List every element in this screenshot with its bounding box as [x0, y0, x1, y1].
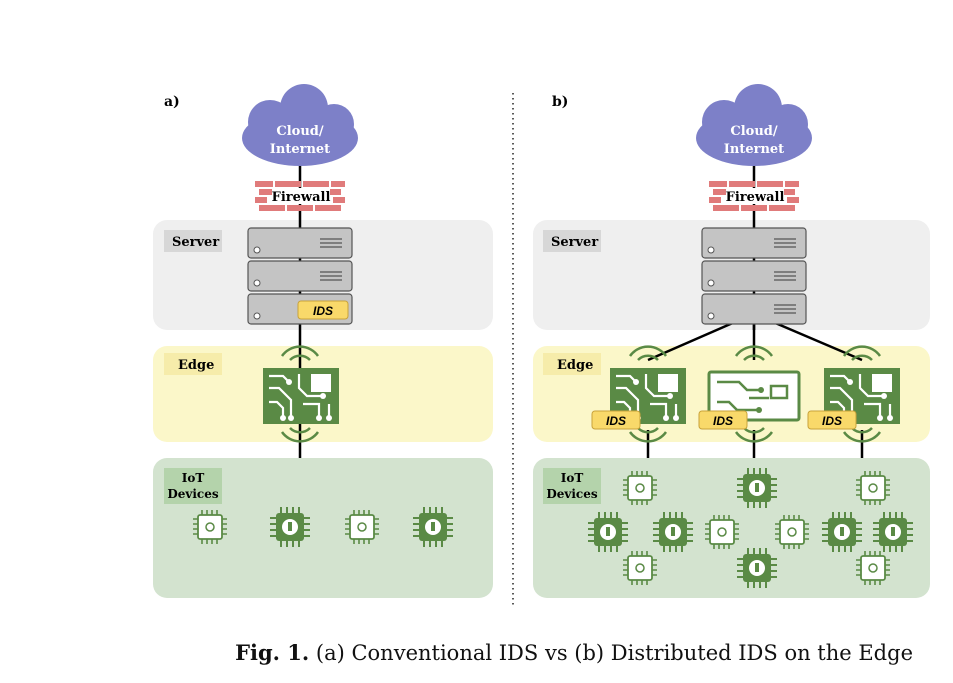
panel-a-label: a) [164, 94, 180, 110]
cloud-icon [696, 84, 812, 166]
humidity-chip-icon [855, 470, 891, 506]
ids-badge-label: IDS [713, 414, 733, 428]
ids-badge-label: IDS [822, 414, 842, 428]
edge-label: Edge [178, 358, 214, 373]
edge-label: Edge [557, 358, 593, 373]
server-label: Server [172, 235, 219, 250]
iot-label-line1: IoT [561, 471, 584, 485]
firewall-label: Firewall [272, 190, 331, 205]
panel-a: a) Server Edge IoT Devices Cloud/ Intern… [153, 84, 493, 598]
iot-label-line2: Devices [546, 487, 598, 501]
cloud-label-line1: Cloud/ [730, 124, 777, 139]
cloud-icon [242, 84, 358, 166]
firewall-label: Firewall [726, 190, 785, 205]
server-icon [701, 260, 807, 292]
ids-badge-label: IDS [606, 414, 626, 428]
ids-badge [591, 410, 641, 430]
server-icon [247, 260, 353, 292]
thermometer-chip-icon [344, 509, 380, 545]
server-label: Server [551, 235, 598, 250]
panel-b: b) Server Edge IoT Devices Cloud/ Intern… [533, 84, 930, 598]
ids-badge-label: IDS [313, 304, 333, 318]
thermometer-chip-icon [704, 514, 740, 550]
sensor-chip-icon [855, 550, 891, 586]
circuit-board-icon [261, 366, 341, 426]
cloud-label-line2: Internet [270, 142, 330, 157]
ids-badge [297, 300, 349, 320]
thermometer-chip-icon [622, 550, 658, 586]
figure-caption: Fig. 1. (a) Conventional IDS vs (b) Dist… [0, 640, 953, 665]
panel-b-label: b) [552, 94, 568, 110]
ids-badge [698, 410, 748, 430]
humidity-chip-icon [192, 509, 228, 545]
diagram: a) Server Edge IoT Devices Cloud/ Intern… [153, 84, 930, 608]
server-icon [701, 227, 807, 259]
caption-prefix: Fig. 1. [235, 640, 310, 665]
cloud-label-line2: Internet [724, 142, 784, 157]
caption-text: (a) Conventional IDS vs (b) Distributed … [309, 641, 913, 665]
sensor-chip-icon [622, 470, 658, 506]
iot-label-line1: IoT [182, 471, 205, 485]
server-icon [247, 227, 353, 259]
iot-label-line2: Devices [167, 487, 219, 501]
server-icon [701, 293, 807, 325]
ids-badge [807, 410, 857, 430]
humidity-chip-icon [774, 514, 810, 550]
cloud-label-line1: Cloud/ [276, 124, 323, 139]
iot-zone [153, 458, 493, 598]
